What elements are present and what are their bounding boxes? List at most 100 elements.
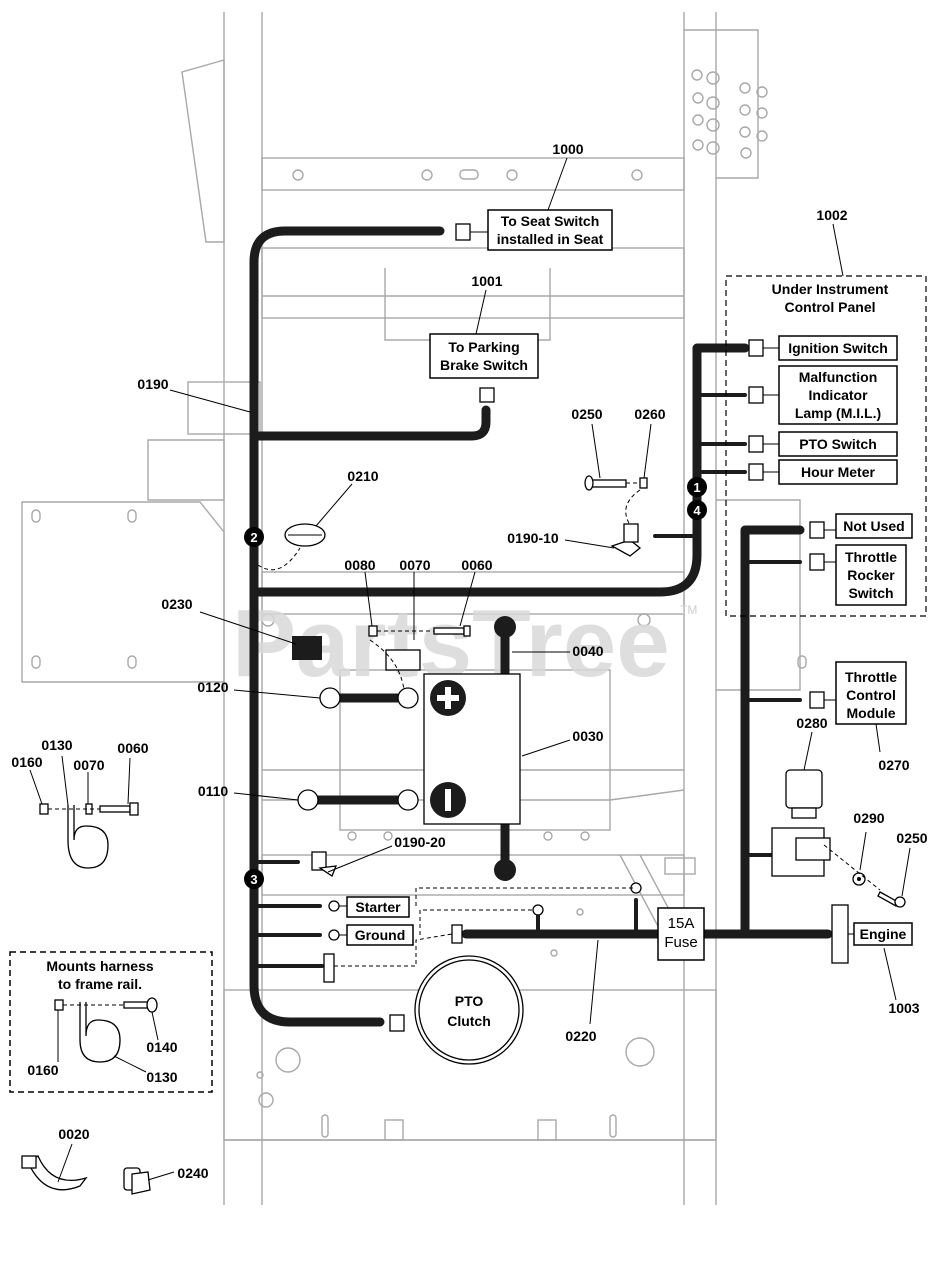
marker-4: 4 [687,500,707,520]
svg-text:installed in Seat: installed in Seat [497,231,604,247]
dash-holes [691,69,768,159]
svg-text:Throttle: Throttle [845,549,897,565]
mounts-inset-title: Mounts harness to frame rail. [46,958,154,992]
callout-0040: 0040 [572,643,603,659]
svg-text:Brake Switch: Brake Switch [440,357,528,373]
callout-numbers: 1000 1001 1002 0190 0210 0250 0260 0190-… [11,141,927,1181]
marker-3: 3 [244,869,264,889]
svg-text:Lamp (M.I.L.): Lamp (M.I.L.) [795,405,881,421]
callout-0190: 0190 [137,376,168,392]
instrument-panel-title: Under Instrument Control Panel [772,281,889,315]
svg-text:Rocker: Rocker [847,567,895,583]
callout-0270: 0270 [878,757,909,773]
svg-text:Engine: Engine [860,926,907,942]
hour-meter-label: Hour Meter [778,459,898,485]
callout-0210: 0210 [347,468,378,484]
callout-1001: 1001 [471,273,502,289]
callout-0060-main: 0060 [461,557,492,573]
callout-0160-left: 0160 [11,754,42,770]
svg-text:to frame rail.: to frame rail. [58,976,142,992]
not-used-label: Not Used [835,513,913,539]
svg-text:15A: 15A [668,915,695,932]
callout-0190-10: 0190-10 [507,530,559,546]
svg-text:3: 3 [250,872,257,887]
svg-text:Starter: Starter [355,899,401,915]
callout-0030: 0030 [572,728,603,744]
svg-text:Malfunction: Malfunction [799,369,878,385]
marker-2: 2 [244,527,264,547]
leaders [29,157,911,1183]
dash-branch [249,343,750,597]
callout-0260: 0260 [634,406,665,422]
svg-text:2: 2 [250,530,257,545]
trunk-wire [249,226,445,1027]
marker-1: 1 [687,477,707,497]
svg-text:To Parking: To Parking [448,339,519,355]
battery [297,649,521,825]
callout-0290: 0290 [853,810,884,826]
seat-switch-label: To Seat Switch installed in Seat [487,209,613,251]
svg-text:PTO: PTO [455,993,484,1009]
svg-text:Ignition Switch: Ignition Switch [788,340,888,356]
ignition-switch-label: Ignition Switch [778,335,898,361]
starter-label: Starter [346,896,410,918]
svg-text:PTO Switch: PTO Switch [799,436,877,452]
svg-text:To Seat Switch: To Seat Switch [501,213,600,229]
svg-text:Control: Control [846,687,896,703]
svg-text:Hour Meter: Hour Meter [801,464,875,480]
callout-0130-inset: 0130 [146,1069,177,1085]
svg-text:Not Used: Not Used [843,518,904,534]
callout-0160-inset: 0160 [27,1062,58,1078]
callout-1002: 1002 [816,207,847,223]
hardware [257,475,906,1065]
mil-label: Malfunction Indicator Lamp (M.I.L.) [778,365,898,425]
throttle-module-label: Throttle Control Module [835,661,907,725]
svg-text:Switch: Switch [848,585,893,601]
svg-text:Under Instrument: Under Instrument [772,281,889,297]
ground-label: Ground [346,924,414,946]
svg-text:Mounts harness: Mounts harness [46,958,154,974]
svg-text:Module: Module [847,705,896,721]
inset-clamp [54,997,158,1063]
callout-1003: 1003 [888,1000,919,1016]
hose-clip-part [123,1167,151,1195]
callout-0060-left: 0060 [117,740,148,756]
callout-0220: 0220 [565,1028,596,1044]
callout-0230: 0230 [161,596,192,612]
engine-label: Engine [853,922,913,946]
clamp-detail [39,802,139,869]
callout-0020: 0020 [58,1126,89,1142]
svg-text:4: 4 [693,503,701,518]
callout-0110: 0110 [198,783,229,799]
callout-0120: 0120 [197,679,228,695]
callout-0070-main: 0070 [399,557,430,573]
callout-0130-left: 0130 [41,737,72,753]
connectors [323,223,849,1032]
svg-text:Indicator: Indicator [808,387,868,403]
callout-0070-left: 0070 [73,757,104,773]
svg-text:Ground: Ground [355,927,406,943]
callout-0140: 0140 [146,1039,177,1055]
callout-0280: 0280 [796,715,827,731]
callout-0250-lower: 0250 [896,830,927,846]
cable-tie-part [27,1155,88,1191]
svg-text:Control Panel: Control Panel [784,299,875,315]
mounts-harness-inset [9,951,213,1093]
callout-1000: 1000 [552,141,583,157]
svg-text:1: 1 [693,480,700,495]
watermark-trademark: TM [680,603,697,617]
callout-0080: 0080 [344,557,375,573]
svg-text:Clutch: Clutch [447,1013,491,1029]
parking-brake-label: To Parking Brake Switch [429,333,539,379]
instrument-panel-zone [725,275,927,617]
svg-text:Throttle: Throttle [845,669,897,685]
pto-clutch-label: PTO Clutch [447,993,491,1029]
callout-0190-20: 0190-20 [394,834,446,850]
callout-0240: 0240 [177,1165,208,1181]
engine-harness [740,525,805,937]
pto-switch-label: PTO Switch [778,431,898,457]
svg-text:Fuse: Fuse [664,934,697,951]
callout-0250-upper: 0250 [571,406,602,422]
fuse-label: 15A Fuse [664,915,697,951]
